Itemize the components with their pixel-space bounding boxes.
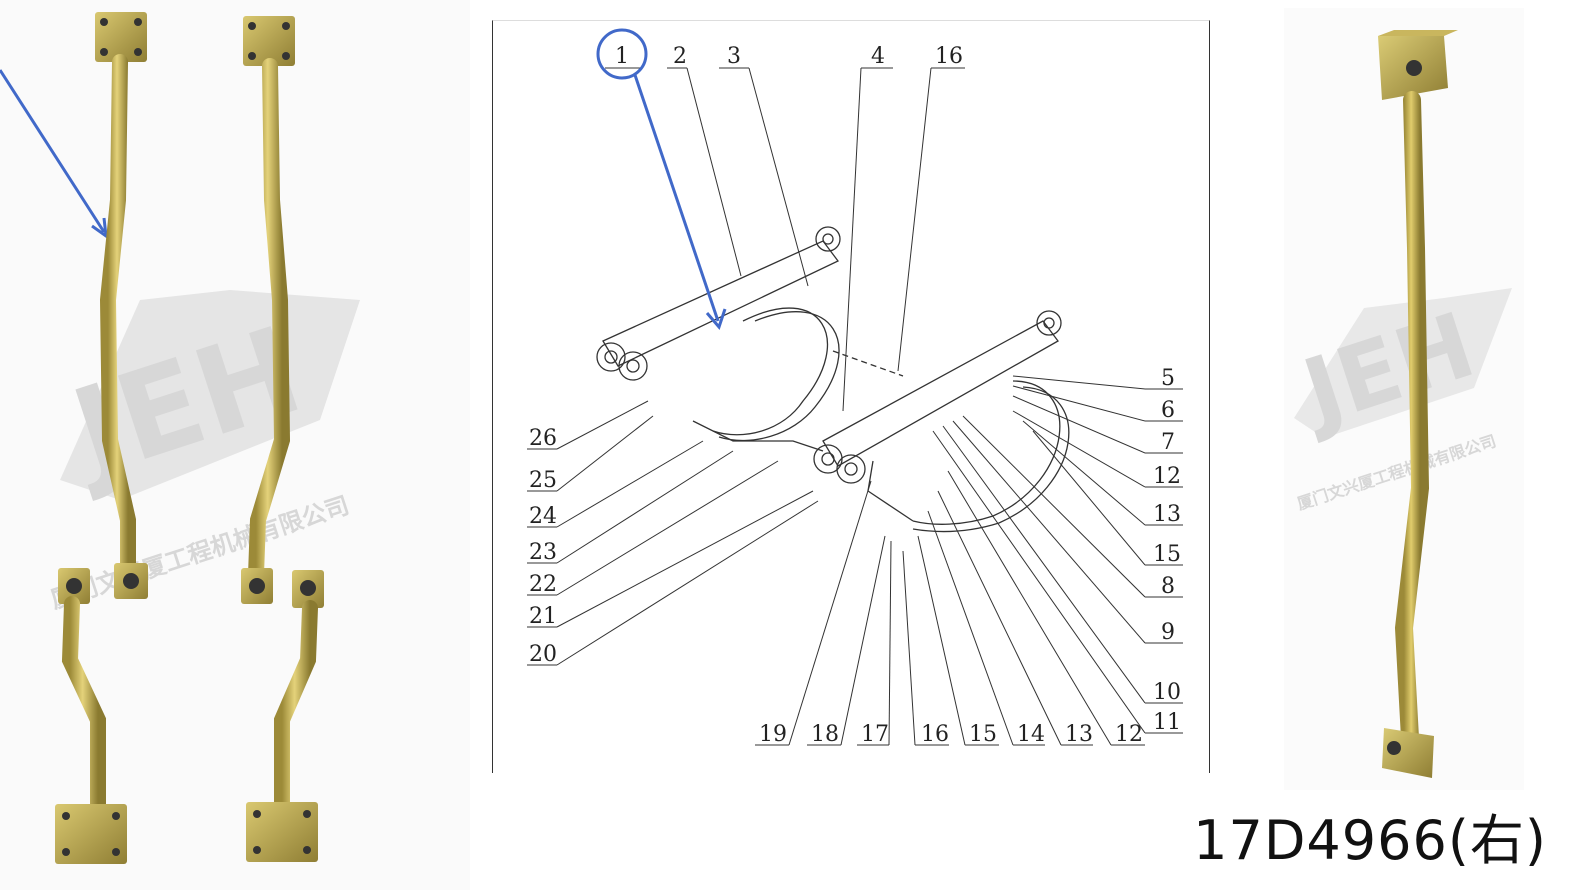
exploded-parts-diagram: 1 2 3 4 16 5 6 7 12 13 15 8 9 10 11 26 2… xyxy=(492,20,1210,773)
callout-label: 22 xyxy=(529,572,557,597)
callout-label: 20 xyxy=(529,642,557,667)
callout-label: 19 xyxy=(759,722,787,747)
callout-label: 25 xyxy=(529,468,557,493)
callout-label: 13 xyxy=(1065,722,1093,747)
leader-lines xyxy=(527,67,1183,746)
callout-label: 13 xyxy=(1153,502,1181,527)
watermark-logo: JEH 厦门文兴厦工程机械有限公司 xyxy=(47,290,360,614)
callout-label: 17 xyxy=(861,722,889,747)
callout-label: 26 xyxy=(529,426,557,451)
callout-label: 5 xyxy=(1161,366,1175,391)
callout-label: 9 xyxy=(1161,620,1175,645)
callouts-left: 26 25 24 23 22 21 20 xyxy=(529,426,557,667)
annotation-arrow xyxy=(0,69,106,233)
callouts-right: 5 6 7 12 13 15 8 9 10 11 xyxy=(1153,366,1181,735)
callout-label: 18 xyxy=(811,722,839,747)
callout-label: 2 xyxy=(673,44,687,69)
callouts-top: 1 2 3 4 16 xyxy=(615,44,963,69)
callout-label: 15 xyxy=(969,722,997,747)
callouts-bottom: 19 18 17 16 15 14 13 12 xyxy=(759,722,1143,747)
callout-label: 16 xyxy=(935,44,963,69)
part-number-label: 17D4966(右) xyxy=(1193,809,1547,872)
callout-label: 21 xyxy=(529,604,557,629)
callout-label: 7 xyxy=(1161,430,1175,455)
left-photo-drawing: JEH 厦门文兴厦工程机械有限公司 xyxy=(0,12,360,864)
callout-label: 11 xyxy=(1153,710,1181,735)
pipe-17d4961 xyxy=(55,568,127,864)
pipe-17d4966-right xyxy=(1378,30,1458,778)
callout-label: 6 xyxy=(1161,398,1175,423)
callout-label: 12 xyxy=(1115,722,1143,747)
callout-label: 1 xyxy=(615,44,629,69)
pipe-17d4966 xyxy=(95,12,148,599)
right-product-photo: JEH 厦门文兴厦工程机械有限公司 xyxy=(1284,8,1524,790)
callout-label: 15 xyxy=(1153,542,1181,567)
highlight-arrow xyxy=(633,74,720,322)
left-product-photo: JEH 厦门文兴厦工程机械有限公司 xyxy=(0,0,470,890)
callout-label: 23 xyxy=(529,540,557,565)
pipe-17d4962 xyxy=(246,570,324,862)
highlight-circle xyxy=(596,28,648,80)
callout-label: 14 xyxy=(1017,722,1045,747)
diagram-drawing: 1 2 3 4 16 5 6 7 12 13 15 8 9 10 11 26 2… xyxy=(527,28,1183,747)
watermark-logo-right: JEH 厦门文兴厦工程机械有限公司 xyxy=(1286,288,1512,514)
callout-label: 8 xyxy=(1161,574,1175,599)
callout-label: 12 xyxy=(1153,464,1181,489)
callout-label: 3 xyxy=(727,44,741,69)
callout-label: 10 xyxy=(1153,680,1181,705)
right-photo-drawing: JEH 厦门文兴厦工程机械有限公司 xyxy=(1286,30,1512,778)
pipe-17d4967 xyxy=(241,16,295,604)
callout-label: 4 xyxy=(871,44,885,69)
callout-label: 16 xyxy=(921,722,949,747)
callout-label: 24 xyxy=(529,504,557,529)
